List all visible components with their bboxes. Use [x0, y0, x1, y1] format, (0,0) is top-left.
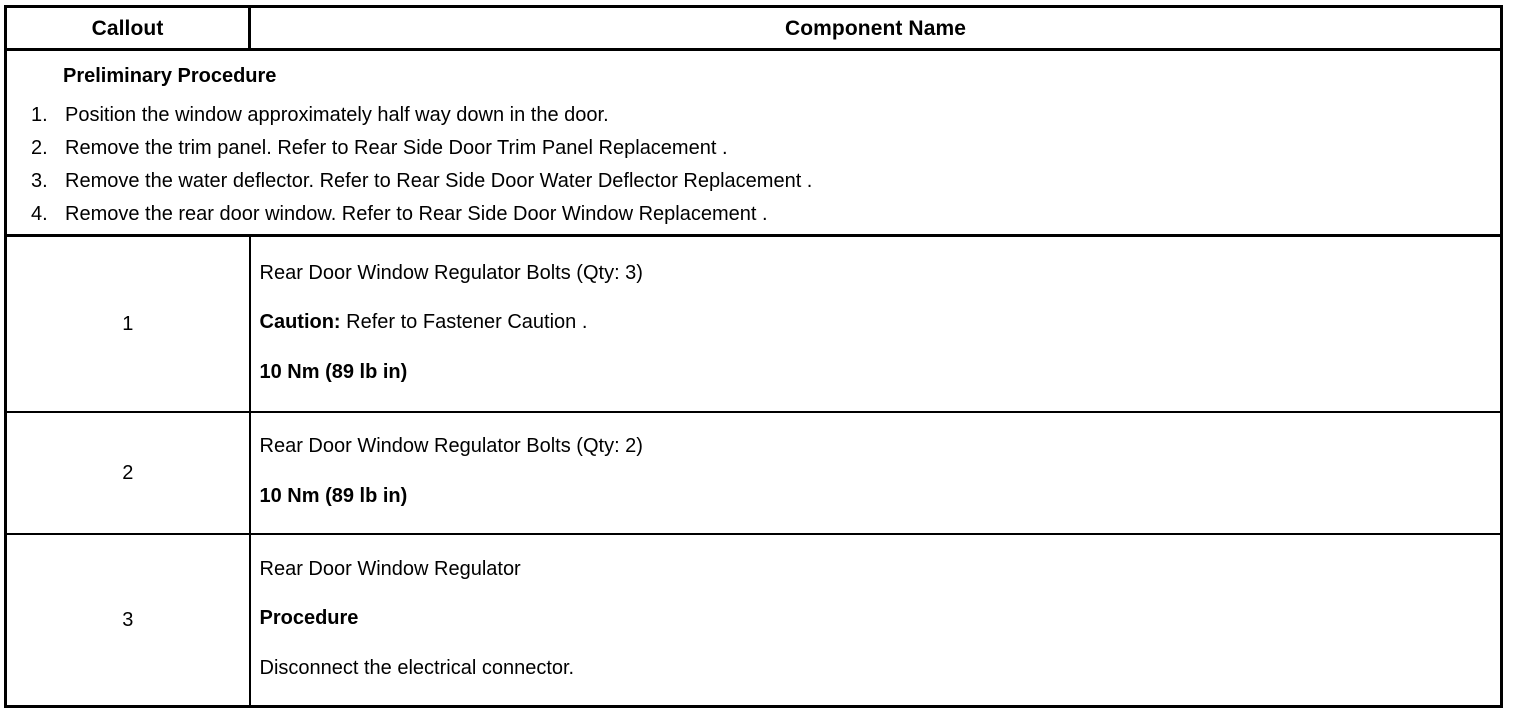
component-description: Rear Door Window Regulator Procedure Dis… [249, 533, 1502, 707]
component-description: Rear Door Window Regulator Bolts (Qty: 2… [249, 411, 1502, 534]
step-number: 4. [31, 203, 48, 225]
preliminary-procedure-title: Preliminary Procedure [63, 65, 277, 87]
list-item: 1. Position the window approximately hal… [7, 105, 1500, 125]
table-row: 3 Rear Door Window Regulator Procedure D… [5, 533, 1502, 707]
column-header-component: Component Name [249, 6, 1502, 51]
list-item: 2. Remove the trim panel. Refer to Rear … [7, 138, 1500, 158]
list-item: 3. Remove the water deflector. Refer to … [7, 171, 1500, 191]
callout-number: 2 [5, 411, 251, 534]
preliminary-procedure-cell: Preliminary Procedure 1. Position the wi… [5, 49, 1502, 237]
procedure-table: Callout Component Name Preliminary Proce… [4, 5, 1503, 708]
step-number: 1. [31, 104, 48, 126]
table-row: 1 Rear Door Window Regulator Bolts (Qty:… [5, 235, 1502, 413]
callout-number: 1 [5, 235, 251, 412]
step-text: Remove the water deflector. Refer to Rea… [65, 170, 813, 192]
column-header-callout: Callout [5, 6, 251, 51]
column-header-component-label: Component Name [784, 16, 967, 40]
document-page: Callout Component Name Preliminary Proce… [4, 5, 1503, 708]
step-text: Remove the rear door window. Refer to Re… [65, 203, 768, 225]
procedure-heading: Procedure [259, 607, 359, 630]
caution-label: Caution: [259, 311, 341, 334]
component-name-line: Rear Door Window Regulator Bolts (Qty: 3… [259, 261, 643, 284]
step-text: Remove the trim panel. Refer to Rear Sid… [65, 137, 728, 159]
caution-line: Caution: Refer to Fastener Caution . [259, 311, 1495, 334]
component-name-line: Rear Door Window Regulator [259, 557, 521, 580]
step-number: 2. [31, 137, 48, 159]
column-header-callout-label: Callout [91, 16, 164, 40]
component-name-line: Rear Door Window Regulator Bolts (Qty: 2… [259, 435, 643, 458]
caution-text: Refer to Fastener Caution . [340, 311, 588, 334]
list-item: 4. Remove the rear door window. Refer to… [7, 204, 1500, 224]
table-row: 2 Rear Door Window Regulator Bolts (Qty:… [5, 411, 1502, 534]
torque-spec-line: 10 Nm (89 lb in) [259, 485, 408, 507]
step-text: Position the window approximately half w… [65, 104, 609, 126]
preliminary-step-list: 1. Position the window approximately hal… [7, 105, 1500, 224]
callout-number: 3 [5, 533, 251, 707]
preliminary-procedure-row: Preliminary Procedure 1. Position the wi… [5, 49, 1502, 237]
component-description: Rear Door Window Regulator Bolts (Qty: 3… [250, 236, 1502, 413]
step-number: 3. [31, 170, 48, 192]
table-body: Preliminary Procedure 1. Position the wi… [5, 49, 1502, 707]
header-row: Callout Component Name [5, 6, 1502, 51]
torque-spec-line: 10 Nm (89 lb in) [259, 360, 408, 383]
table-header: Callout Component Name [5, 6, 1502, 51]
procedure-step-line: Disconnect the electrical connector. [259, 656, 575, 679]
